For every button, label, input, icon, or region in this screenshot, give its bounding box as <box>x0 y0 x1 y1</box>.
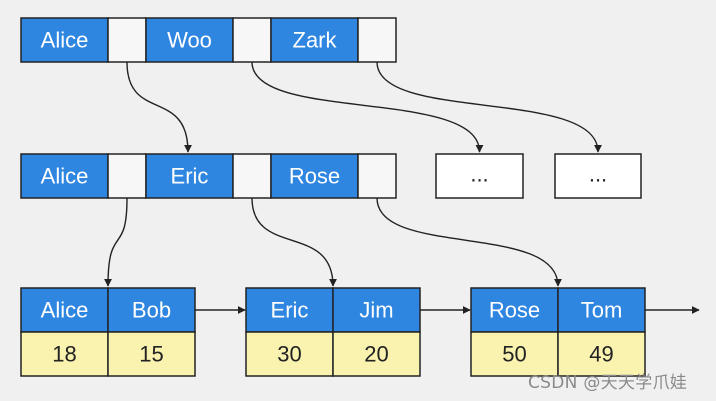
watermark-text: CSDN @天天学爪娃 <box>528 373 688 393</box>
root-key-label: Woo <box>167 28 212 53</box>
leaf-value-label: 20 <box>364 342 388 367</box>
ellipsis-node-box <box>435 153 524 199</box>
internal-to-leaf-edge <box>376 197 562 287</box>
leaf-node: Rose 50 Tom 49 <box>470 287 646 377</box>
internal-pointer-cell <box>232 153 272 199</box>
root-key-label: Zark <box>293 28 338 53</box>
internal-node: Alice Eric Rose <box>20 153 397 199</box>
internal-key-cell <box>145 153 234 199</box>
leaf-value-cell <box>470 331 559 377</box>
leaf-key-label: Eric <box>271 298 309 323</box>
internal-pointer-cell <box>107 153 147 199</box>
root-key-label: Alice <box>41 28 89 53</box>
leaf-key-label: Tom <box>581 298 623 323</box>
root-node: Alice Woo Zark <box>20 17 397 63</box>
internal-key-label: Alice <box>41 164 89 189</box>
leaf-node: Alice 18 Bob 15 <box>20 287 196 377</box>
root-pointer-cell <box>107 17 147 63</box>
leaf-key-label: Alice <box>41 298 89 323</box>
internal-key-cell <box>270 153 359 199</box>
leaf-key-cell <box>557 287 646 333</box>
internal-to-leaf-edge <box>251 197 337 287</box>
internal-key-cell <box>20 153 109 199</box>
leaf-value-label: 49 <box>589 342 613 367</box>
leaf-value-label: 30 <box>277 342 301 367</box>
internal-key-label: Eric <box>171 164 209 189</box>
leaf-key-cell <box>332 287 421 333</box>
leaf-value-cell <box>557 331 646 377</box>
internal-key-label: Rose <box>289 164 340 189</box>
leaf-key-cell <box>245 287 334 333</box>
leaf-value-label: 50 <box>502 342 526 367</box>
leaf-key-cell <box>20 287 109 333</box>
internal-pointer-cell <box>357 153 397 199</box>
root-pointer-cell <box>232 17 272 63</box>
ellipsis-node: ... <box>554 153 642 199</box>
leaf-value-cell <box>332 331 421 377</box>
leaf-node: Eric 30 Jim 20 <box>245 287 421 377</box>
root-to-internal-edge <box>126 61 192 153</box>
root-key-cell <box>270 17 359 63</box>
root-to-ellipsis-edge <box>251 61 484 153</box>
leaf-value-label: 15 <box>139 342 163 367</box>
internal-to-leaf-edge <box>104 197 128 287</box>
leaf-value-cell <box>107 331 196 377</box>
root-key-cell <box>145 17 234 63</box>
ellipsis-label: ... <box>470 162 488 187</box>
leaf-key-cell <box>470 287 559 333</box>
leaf-key-label: Bob <box>132 298 171 323</box>
ellipsis-label: ... <box>589 162 607 187</box>
edges-group <box>104 61 700 314</box>
leaf-value-label: 18 <box>52 342 76 367</box>
root-pointer-cell <box>357 17 397 63</box>
ellipsis-node-box <box>554 153 642 199</box>
leaf-key-label: Jim <box>359 298 393 323</box>
leaf-key-cell <box>107 287 196 333</box>
root-to-ellipsis-edge <box>376 61 602 153</box>
leaf-key-label: Rose <box>489 298 540 323</box>
leaf-value-cell <box>20 331 109 377</box>
ellipsis-node: ... <box>435 153 524 199</box>
